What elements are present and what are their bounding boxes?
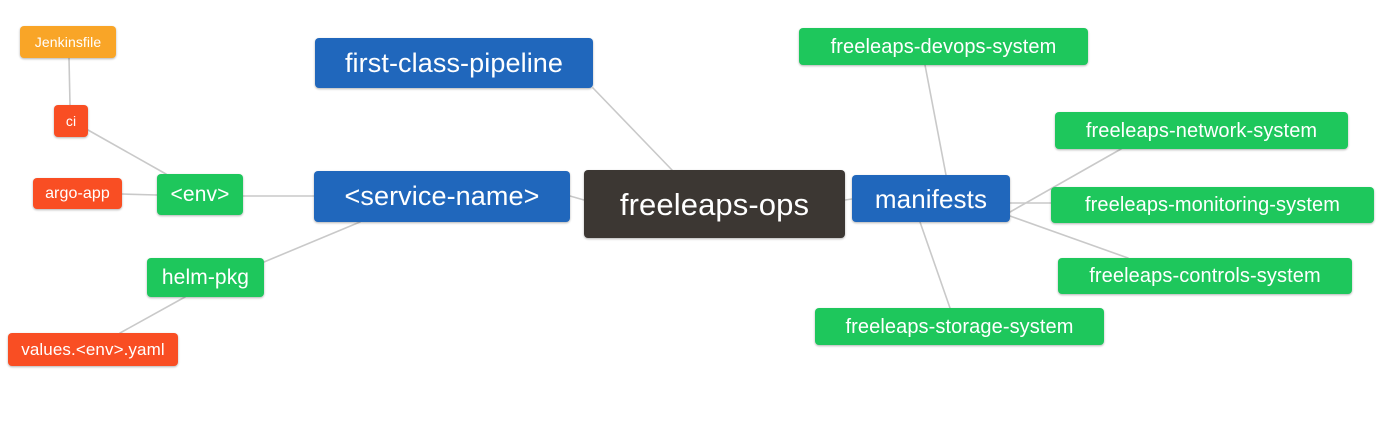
node-label: freeleaps-storage-system	[845, 315, 1074, 338]
node-label: values.<env>.yaml	[21, 340, 165, 359]
node-label: freeleaps-monitoring-system	[1084, 194, 1340, 216]
node-label: ci	[65, 113, 77, 129]
edge-first-class-pipeline-to-freeleaps-ops	[592, 87, 673, 171]
edge-jenkinsfile-to-ci	[68, 57, 71, 106]
edge-freeleaps-devops-system-to-manifests	[924, 64, 947, 176]
edge-argo-app-to-env	[121, 193, 158, 196]
node-freeleaps-monitoring-system[interactable]: freeleaps-monitoring-system	[1051, 187, 1374, 223]
node-label: manifests	[874, 183, 988, 214]
node-jenkinsfile[interactable]: Jenkinsfile	[20, 26, 116, 58]
node-values-env-yaml[interactable]: values.<env>.yaml	[8, 333, 178, 366]
node-freeleaps-ops[interactable]: freeleaps-ops	[584, 170, 845, 238]
edge-helm-pkg-to-service-name	[263, 221, 361, 263]
node-label: freeleaps-devops-system	[830, 35, 1057, 58]
edge-values-env-yaml-to-helm-pkg	[119, 296, 186, 334]
edge-freeleaps-ops-to-manifests	[844, 198, 853, 201]
node-label: Jenkinsfile	[34, 34, 102, 50]
node-freeleaps-devops-system[interactable]: freeleaps-devops-system	[799, 28, 1088, 65]
node-freeleaps-storage-system[interactable]: freeleaps-storage-system	[815, 308, 1104, 345]
node-label: <env>	[170, 183, 230, 206]
node-first-class-pipeline[interactable]: first-class-pipeline	[315, 38, 593, 88]
node-helm-pkg[interactable]: helm-pkg	[147, 258, 264, 297]
node-freeleaps-network-system[interactable]: freeleaps-network-system	[1055, 112, 1348, 149]
node-label: freeleaps-controls-system	[1089, 265, 1321, 287]
node-label: first-class-pipeline	[344, 47, 564, 78]
node-env[interactable]: <env>	[157, 174, 243, 215]
edge-service-name-to-freeleaps-ops	[569, 195, 585, 201]
node-service-name[interactable]: <service-name>	[314, 171, 570, 222]
edge-manifests-to-freeleaps-storage-system	[919, 221, 951, 309]
node-freeleaps-controls-system[interactable]: freeleaps-controls-system	[1058, 258, 1352, 294]
node-label: freeleaps-ops	[619, 186, 810, 222]
node-label: <service-name>	[344, 181, 540, 211]
node-label: argo-app	[45, 184, 110, 202]
node-label: helm-pkg	[161, 266, 250, 289]
node-argo-app[interactable]: argo-app	[33, 178, 122, 209]
node-ci[interactable]: ci	[54, 105, 88, 137]
edge-ci-to-env	[87, 129, 167, 175]
node-manifests[interactable]: manifests	[852, 175, 1010, 222]
node-label: freeleaps-network-system	[1085, 119, 1318, 142]
